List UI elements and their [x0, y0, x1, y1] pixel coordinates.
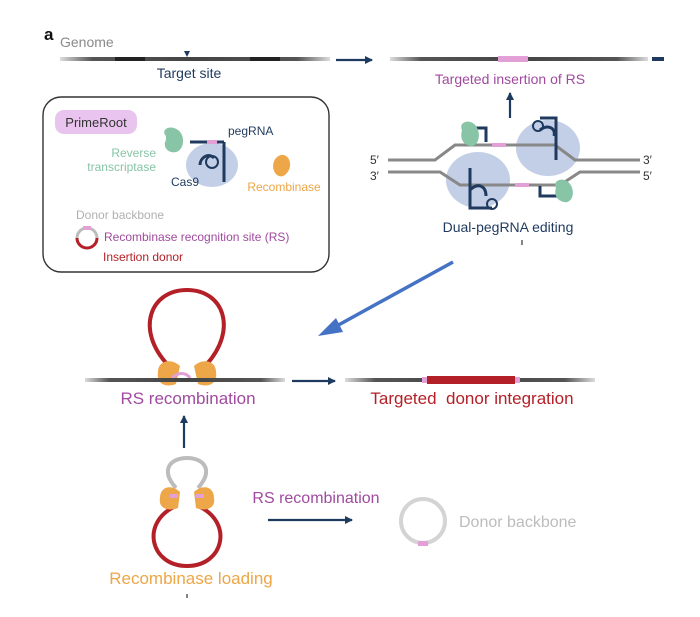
cas9-complex-icon	[186, 140, 238, 187]
target-site-label: Target site	[157, 65, 222, 81]
donor-plasmid-icon	[75, 226, 99, 250]
legend-box	[42, 96, 330, 273]
integrated-dna	[345, 376, 595, 384]
donor-backbone-product-label: Donor backbone	[459, 514, 577, 531]
rt-label-line1: Reverse	[111, 146, 156, 160]
recombinase-icon	[273, 154, 291, 177]
strand-label-right-top: 3′	[643, 153, 653, 167]
reverse-transcriptase-icon	[164, 127, 184, 153]
recombinase-label: Recombinase	[247, 180, 321, 194]
strand-label-left-top: 5′	[370, 153, 380, 167]
insertion-donor-legend-label: Insertion donor	[103, 250, 183, 264]
pegrna-label: pegRNA	[228, 124, 273, 138]
primeroot-badge	[55, 110, 137, 134]
genome-label: Genome	[60, 34, 114, 50]
insertion-dna	[390, 56, 664, 62]
strand-label-left-bottom: 3′	[370, 169, 380, 183]
donor-loop-red	[147, 287, 226, 367]
rs-legend-label: Recombinase recognition site (RS)	[104, 230, 289, 244]
strand-label-right-bottom: 5′	[643, 169, 653, 183]
recombinase-loading-label: Recombinase loading	[109, 569, 273, 588]
donor-backbone-product	[399, 497, 447, 546]
dual-pegrna-label: Dual-pegRNA editing	[443, 219, 574, 235]
target-site-marker	[184, 51, 190, 57]
targeted-donor-integration-label: Targeted donor integration	[370, 389, 573, 408]
panel-letter: a	[44, 25, 54, 44]
primeroot-badge-label: PrimeRoot	[65, 115, 127, 130]
cas9-label: Cas9	[171, 175, 199, 189]
loaded-donor-plasmid	[151, 455, 223, 569]
rs-recombination-label: RS recombination	[120, 389, 255, 408]
targeted-insertion-label: Targeted insertion of RS	[435, 71, 585, 87]
blue-diagonal-arrow	[318, 260, 454, 336]
rt-label-line2: transcriptase	[87, 160, 156, 174]
genome-dna-middle	[85, 378, 285, 382]
rs-recombination-lower-label: RS recombination	[252, 490, 379, 507]
donor-backbone-legend-label: Donor backbone	[76, 208, 164, 222]
genome-dna	[60, 57, 330, 61]
dual-pegrna-editing-illustration	[388, 116, 640, 210]
